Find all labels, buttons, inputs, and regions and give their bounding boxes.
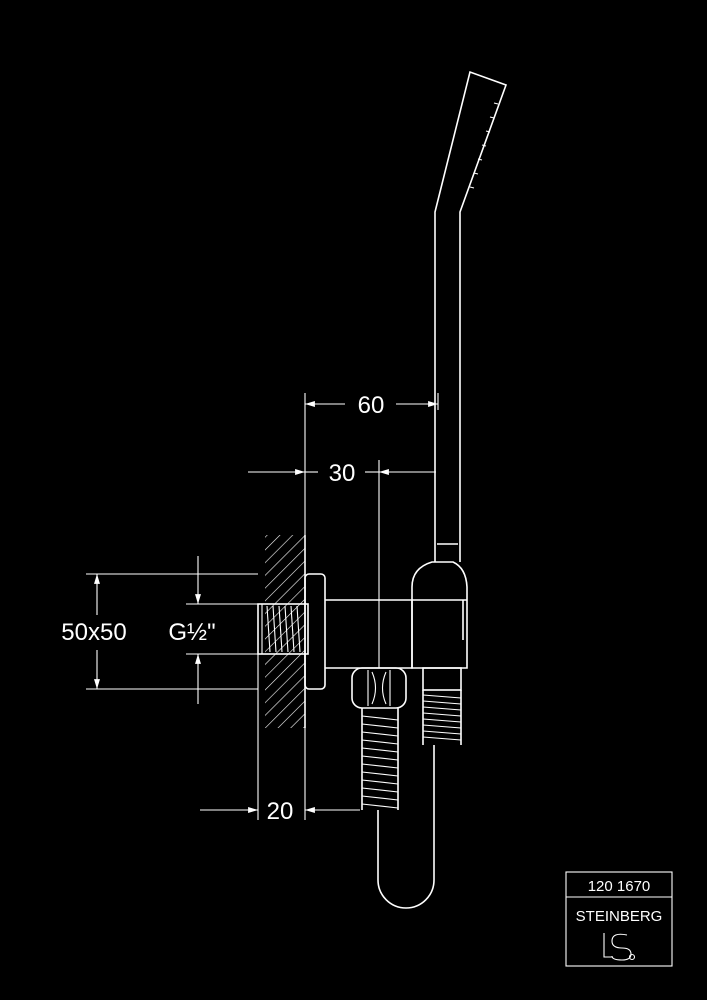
dimension-thread: G½" bbox=[168, 556, 216, 704]
shower-handle bbox=[434, 70, 508, 562]
dimension-60: 60 bbox=[305, 392, 438, 419]
dimension-30-label: 30 bbox=[329, 460, 356, 487]
dimension-60-label: 60 bbox=[358, 392, 385, 419]
holder-sleeve bbox=[411, 561, 468, 669]
thread-connector bbox=[257, 603, 309, 655]
dimension-30: 30 bbox=[248, 460, 436, 487]
dimension-20: 20 bbox=[200, 798, 360, 825]
dimension-20-label: 20 bbox=[267, 798, 294, 825]
title-block: 120 1670 STEINBERG bbox=[565, 871, 673, 967]
wall-flange bbox=[304, 573, 326, 690]
dimension-50x50: 50x50 bbox=[61, 574, 127, 689]
hose-nut bbox=[351, 667, 407, 709]
article-number: 120 1670 bbox=[588, 878, 651, 895]
dimension-50x50-label: 50x50 bbox=[61, 619, 126, 646]
dimension-thread-label: G½" bbox=[168, 619, 215, 646]
shower-hose bbox=[361, 708, 435, 909]
brand-name: STEINBERG bbox=[576, 908, 663, 925]
outlet-body bbox=[325, 599, 413, 669]
steinberg-faucet-logo-icon bbox=[603, 933, 636, 961]
holder-hose-coil bbox=[422, 667, 462, 745]
